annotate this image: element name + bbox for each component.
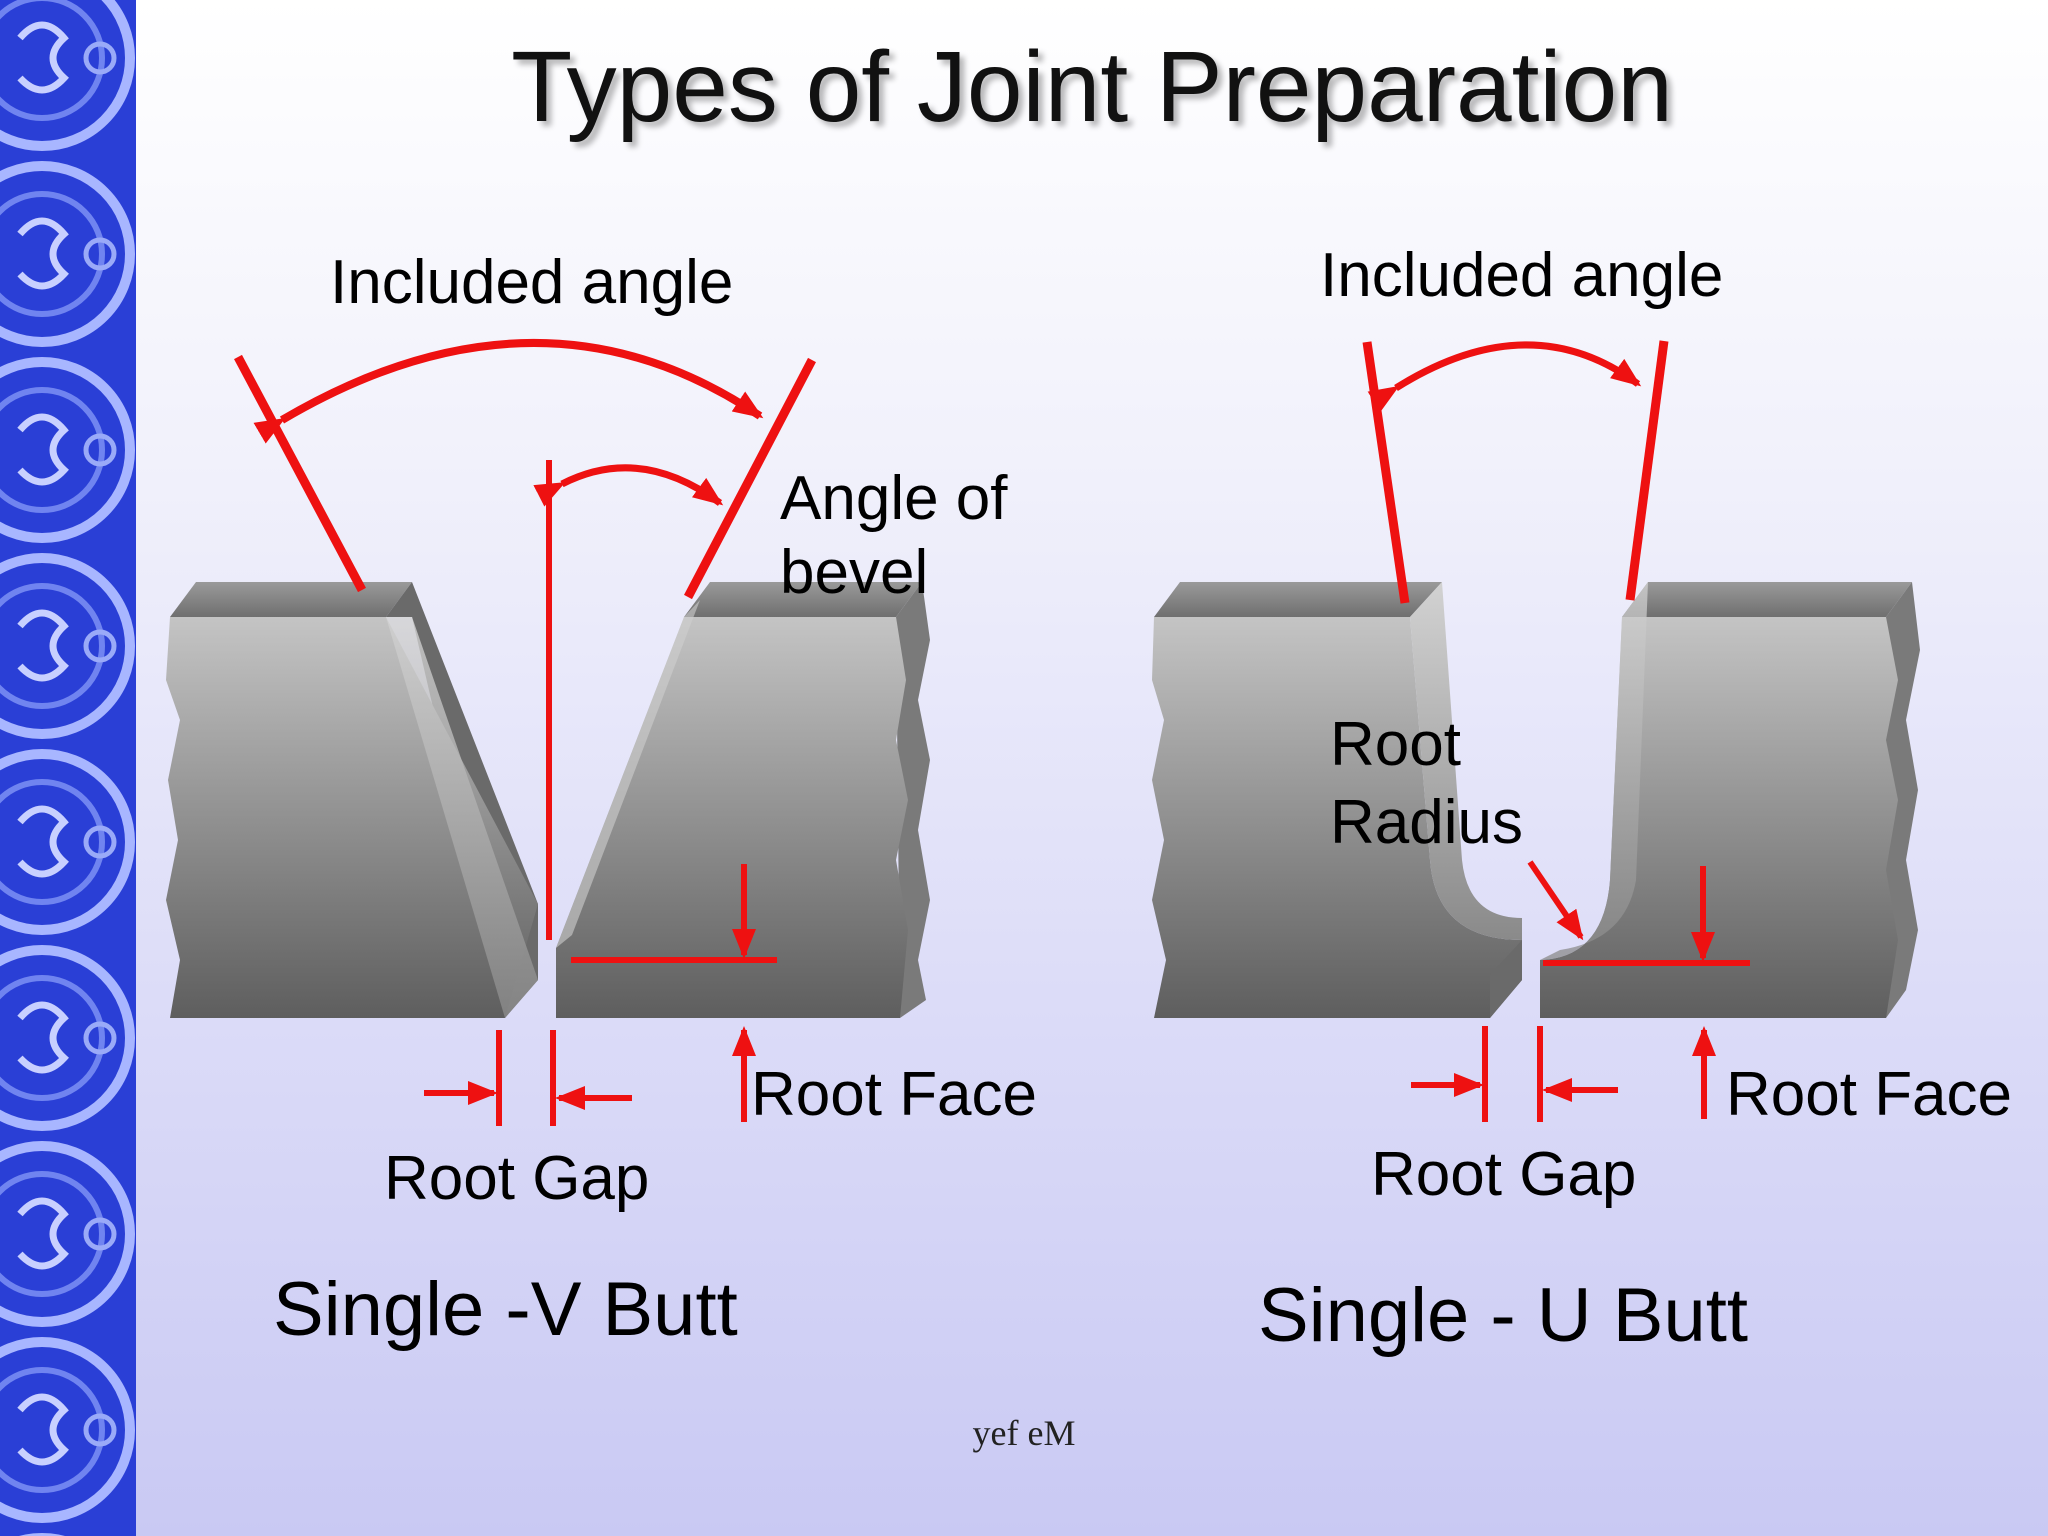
- v-butt-annotations: [234, 339, 816, 1126]
- slide-title: Types of Joint Preparation: [511, 31, 1673, 143]
- u-included-angle-left-line: [1362, 341, 1410, 604]
- v-butt-right-plate: [556, 582, 930, 1018]
- u-butt-caption: Single - U Butt: [1258, 1273, 1748, 1358]
- u-butt-right-plate: [1540, 582, 1920, 1018]
- u-butt-left-plate: [1152, 582, 1522, 1018]
- decorative-sidebar: [0, 0, 136, 1536]
- v-included-angle-arc: [253, 339, 764, 444]
- v-root-face-label: Root Face: [751, 1060, 1038, 1129]
- v-included-angle-label: Included angle: [330, 248, 734, 317]
- u-root-face-label: Root Face: [1726, 1060, 2013, 1129]
- u-included-angle-right-line: [1625, 340, 1669, 601]
- slide-footer: yef eM: [972, 1413, 1076, 1453]
- u-included-angle-arc: [1367, 341, 1642, 412]
- u-root-radius-pointer: [1527, 860, 1584, 941]
- u-butt-annotations: [1362, 340, 1750, 1122]
- u-root-radius-label: Root Radius: [1330, 710, 1523, 858]
- v-bevel-angle-label: Angle of bevel: [780, 464, 1008, 608]
- u-root-gap-label: Root Gap: [1371, 1140, 1637, 1209]
- v-butt-left-plate: [166, 582, 538, 1018]
- u-included-angle-label: Included angle: [1320, 241, 1724, 310]
- v-bevel-angle-arc: [533, 464, 724, 507]
- v-butt-caption: Single -V Butt: [273, 1267, 738, 1352]
- v-included-angle-right-line: [684, 357, 816, 600]
- v-root-gap-label: Root Gap: [384, 1144, 650, 1213]
- sidebar-pattern: [0, 0, 136, 1536]
